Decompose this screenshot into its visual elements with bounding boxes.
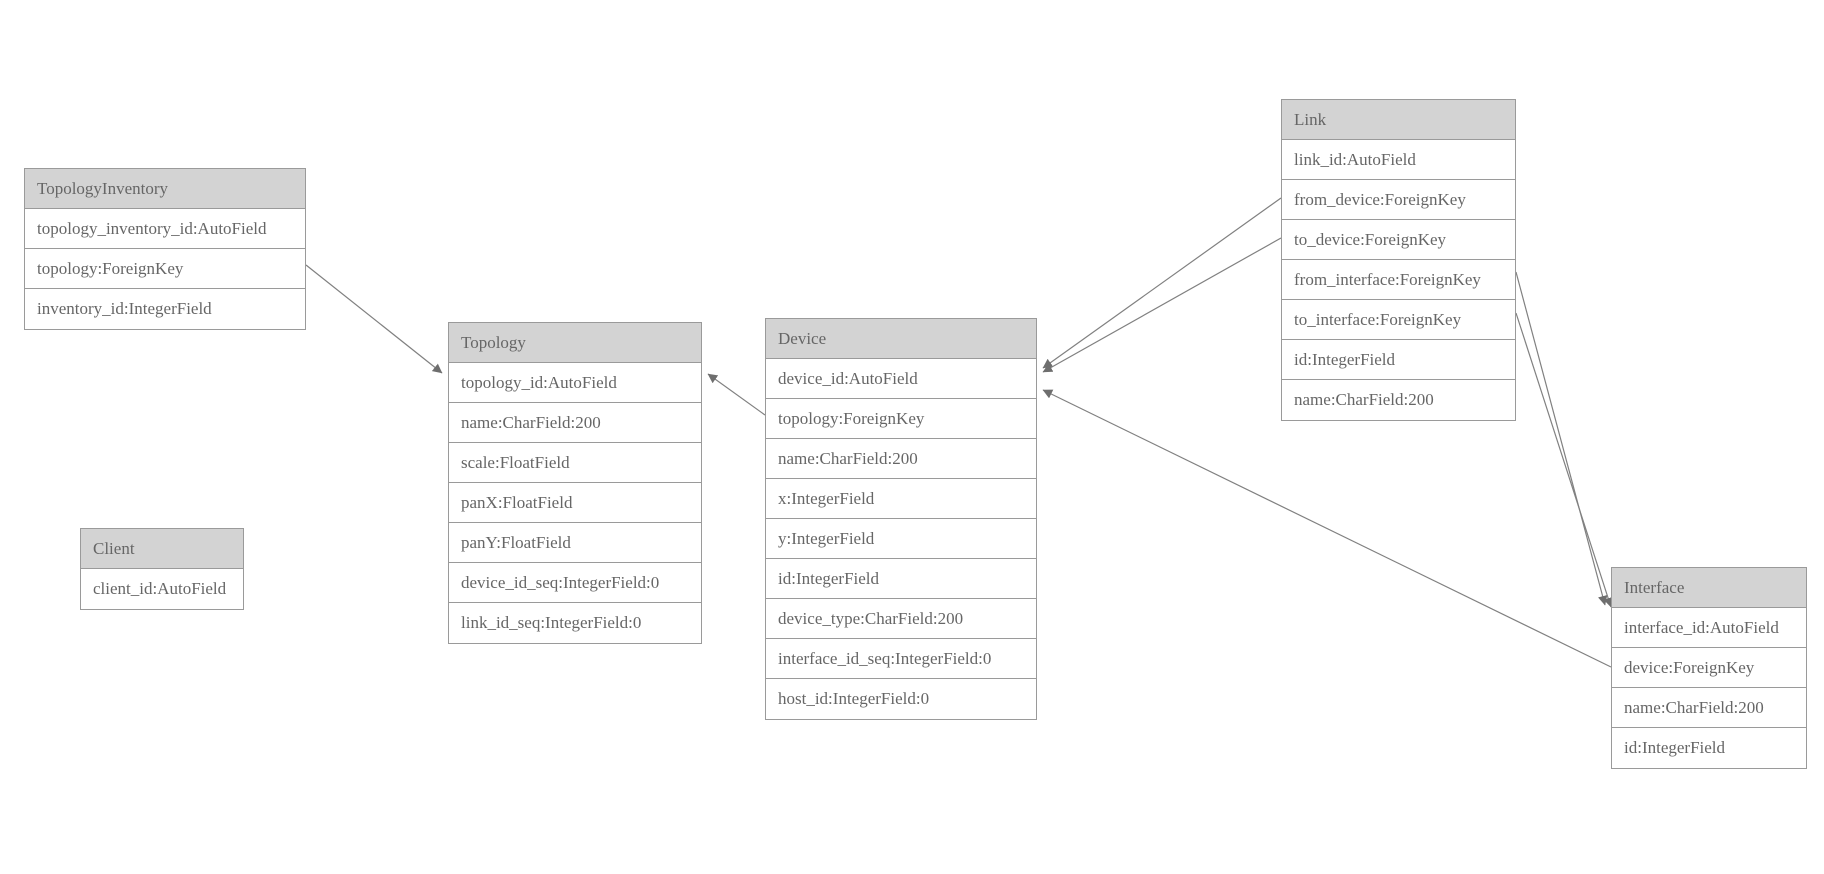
entity-interface[interactable]: Interface interface_id:AutoField device:… — [1611, 567, 1807, 769]
field-row: to_device:ForeignKey — [1282, 220, 1515, 260]
field-row: id:IntegerField — [766, 559, 1036, 599]
entity-title-link: Link — [1282, 100, 1515, 140]
field-row: topology:ForeignKey — [766, 399, 1036, 439]
entity-device[interactable]: Device device_id:AutoField topology:Fore… — [765, 318, 1037, 720]
entity-client[interactable]: Client client_id:AutoField — [80, 528, 244, 610]
field-row: device_id_seq:IntegerField:0 — [449, 563, 701, 603]
field-row: host_id:IntegerField:0 — [778, 689, 930, 708]
entity-link[interactable]: Link link_id:AutoField from_device:Forei… — [1281, 99, 1516, 421]
edge-link-from-device — [1042, 197, 1282, 369]
field-row: from_device:ForeignKey — [1282, 180, 1515, 220]
field-row: device_type:CharField:200 — [766, 599, 1036, 639]
edge-link-to-device — [1042, 237, 1282, 373]
edge-link-to-interface — [1515, 312, 1613, 608]
field-row: to_interface:ForeignKey — [1282, 300, 1515, 340]
field-row: link_id:AutoField — [1282, 140, 1515, 180]
field-row: name:CharField:200 — [1612, 688, 1806, 728]
field-row: device_id:AutoField — [766, 359, 1036, 399]
field-row: from_interface:ForeignKey — [1282, 260, 1515, 300]
field-row: link_id_seq:IntegerField:0 — [461, 613, 642, 632]
field-row: panX:FloatField — [449, 483, 701, 523]
field-row: interface_id_seq:IntegerField:0 — [766, 639, 1036, 679]
edge-interface-device — [1042, 389, 1612, 668]
field-row: name:CharField:200 — [449, 403, 701, 443]
field-row: name:CharField:200 — [766, 439, 1036, 479]
field-row: y:IntegerField — [766, 519, 1036, 559]
field-row: name:CharField:200 — [1294, 390, 1434, 409]
field-row: panY:FloatField — [449, 523, 701, 563]
entity-title-topology: Topology — [449, 323, 701, 363]
field-row: id:IntegerField — [1282, 340, 1515, 380]
entity-topology[interactable]: Topology topology_id:AutoField name:Char… — [448, 322, 702, 644]
edge-device-topology — [707, 373, 766, 416]
field-row: x:IntegerField — [766, 479, 1036, 519]
entity-title-client: Client — [81, 529, 243, 569]
field-row: device:ForeignKey — [1612, 648, 1806, 688]
edge-topologyinventory-topology — [305, 264, 443, 374]
entity-title-interface: Interface — [1612, 568, 1806, 608]
entity-title-topology-inventory: TopologyInventory — [25, 169, 305, 209]
field-row: interface_id:AutoField — [1612, 608, 1806, 648]
edge-link-from-interface — [1515, 271, 1608, 606]
field-row: inventory_id:IntegerField — [37, 299, 212, 318]
field-row: topology:ForeignKey — [25, 249, 305, 289]
field-row: scale:FloatField — [449, 443, 701, 483]
entity-title-device: Device — [766, 319, 1036, 359]
field-row: topology_inventory_id:AutoField — [25, 209, 305, 249]
entity-topology-inventory[interactable]: TopologyInventory topology_inventory_id:… — [24, 168, 306, 330]
field-row: client_id:AutoField — [93, 579, 227, 598]
field-row: topology_id:AutoField — [449, 363, 701, 403]
field-row: id:IntegerField — [1624, 738, 1726, 757]
